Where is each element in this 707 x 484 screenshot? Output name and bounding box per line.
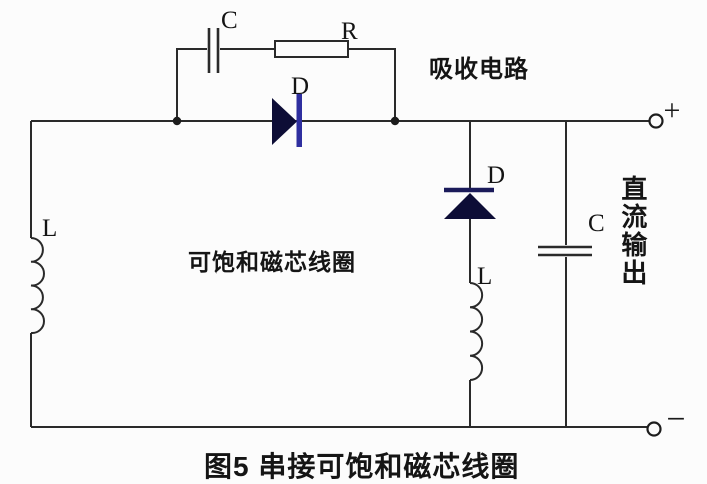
diode-triangle xyxy=(444,193,496,219)
figure-caption: 图5 串接可饱和磁芯线圈 xyxy=(204,451,520,482)
positive-terminal: + xyxy=(648,94,681,129)
inductor-coil xyxy=(30,237,45,335)
output-capacitor-label: C xyxy=(588,210,605,237)
snubber-capacitor xyxy=(207,28,220,73)
resistor-body xyxy=(274,40,349,58)
capacitor-plates xyxy=(538,245,592,257)
inductor-coil xyxy=(469,282,484,381)
snubber-circuit-annotation: 吸收电路 xyxy=(429,56,529,83)
freewheel-diode xyxy=(444,187,496,219)
series-inductor-label: L xyxy=(477,263,492,290)
output-capacitor xyxy=(538,245,592,257)
freewheel-diode-label: D xyxy=(487,162,505,189)
series-diode xyxy=(272,94,302,147)
positive-terminal-label: + xyxy=(664,94,681,127)
snubber-resistor-label: R xyxy=(341,18,358,45)
snubber-capacitor-label: C xyxy=(221,7,238,34)
diode-cathode-bar xyxy=(296,94,302,147)
negative-terminal-label: − xyxy=(666,401,685,438)
junction-dot xyxy=(172,116,182,126)
wires xyxy=(30,48,649,428)
saturable-core-coil-annotation: 可饱和磁芯线圈 xyxy=(188,249,356,275)
snubber-resistor xyxy=(274,40,349,58)
capacitor-plates xyxy=(207,28,220,73)
terminal-circle xyxy=(648,113,664,129)
series-inductor xyxy=(469,282,484,381)
series-diode-label: D xyxy=(291,73,309,100)
junction-dot xyxy=(390,116,400,126)
input-inductor xyxy=(30,237,45,335)
dc-output-annotation: 直流输出 xyxy=(617,175,648,287)
diode-triangle xyxy=(272,98,297,145)
terminal-circle xyxy=(646,421,662,437)
negative-terminal: − xyxy=(646,401,686,438)
input-inductor-label: L xyxy=(42,215,57,242)
snubber-loop-wire xyxy=(176,48,396,121)
